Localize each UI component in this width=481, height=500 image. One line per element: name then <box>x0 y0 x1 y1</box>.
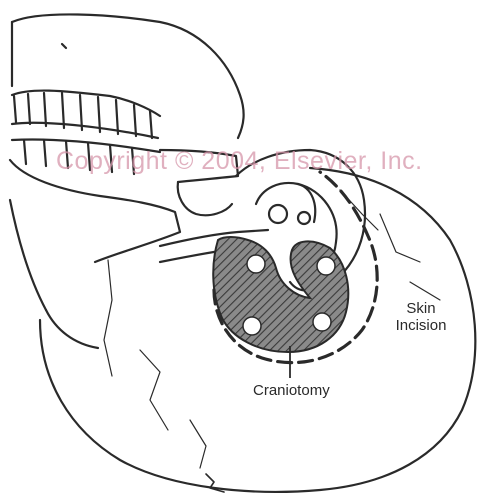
burr-hole <box>243 317 261 335</box>
suture-lines <box>104 260 112 376</box>
mandibular-ramus <box>10 200 46 310</box>
nasal-line <box>62 44 66 48</box>
craniotomy-label: Craniotomy <box>253 382 330 399</box>
craniotomy-region <box>213 237 348 352</box>
copyright-watermark: Copyright © 2004, Elsevier, Inc. <box>56 147 423 176</box>
skin-incision-label-line1: Skin <box>406 300 435 317</box>
burr-hole <box>317 257 335 275</box>
burr-hole <box>247 255 265 273</box>
face-outline <box>12 14 244 138</box>
skin-incision-label: Skin Incision <box>386 300 456 334</box>
burr-hole <box>313 313 331 331</box>
upper-teeth <box>12 91 160 138</box>
skin-incision-label-line2: Incision <box>396 317 447 334</box>
